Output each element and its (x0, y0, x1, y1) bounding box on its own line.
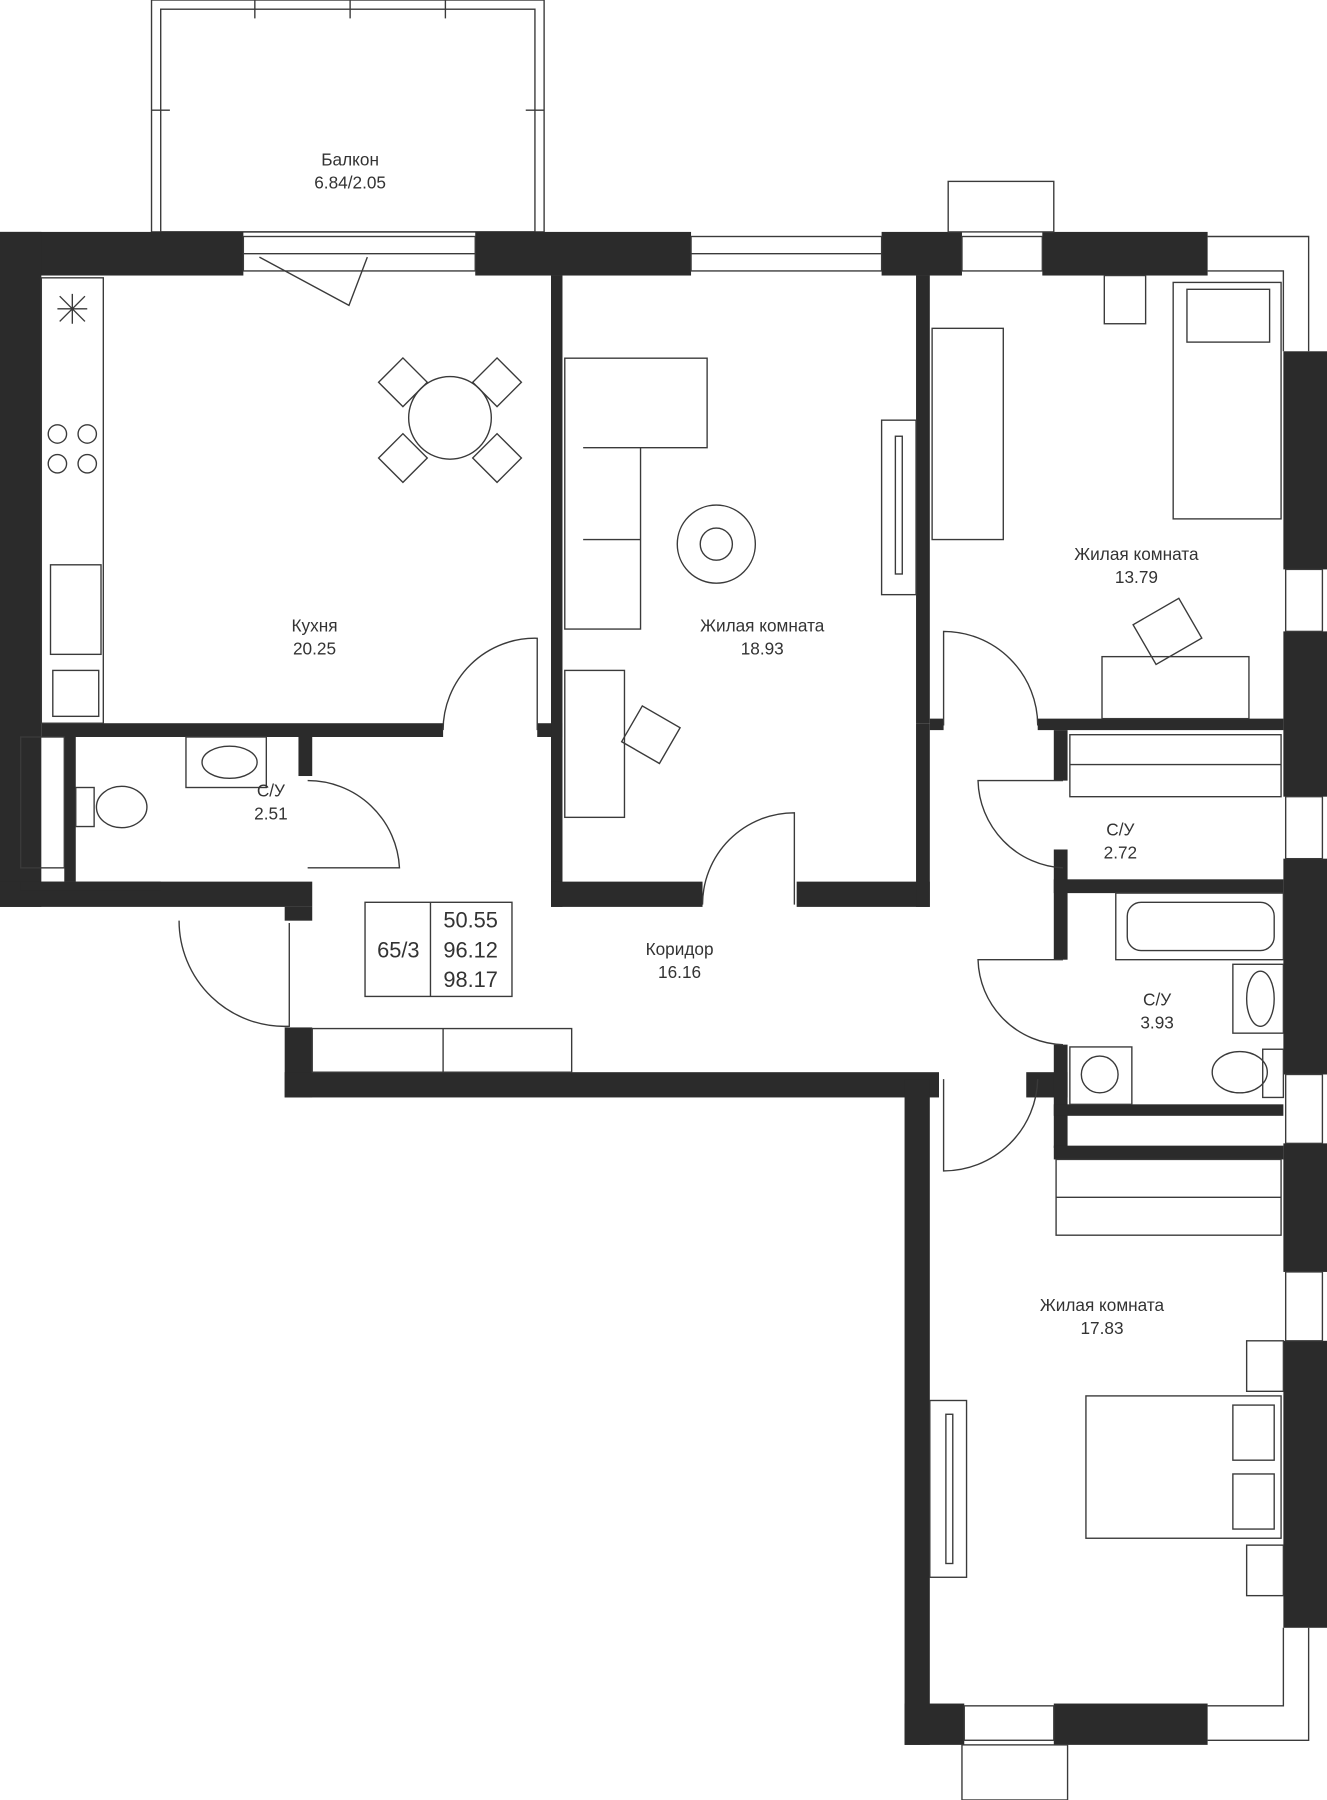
room-area: 20.25 (293, 638, 336, 658)
room-corridor-label: Коридор 16.16 (646, 939, 714, 982)
room-name: Жилая комната (700, 615, 825, 635)
furniture (19, 274, 1285, 1597)
total-area-with-balcony: 98.17 (443, 967, 498, 992)
room-name: Коридор (646, 939, 714, 959)
room-balcony-label: Балкон 6.84/2.05 (314, 149, 386, 192)
room-area: 16.16 (658, 962, 701, 982)
room-area: 3.93 (1140, 1013, 1173, 1033)
room-area: 2.72 (1104, 843, 1137, 863)
room-name: С/У (1143, 990, 1172, 1010)
room-living2-label: Жилая комната 13.79 (1074, 544, 1199, 587)
room-area: 13.79 (1115, 567, 1158, 587)
room-bath3-label: С/У 3.93 (1140, 990, 1173, 1033)
walls (0, 231, 1327, 1745)
room-bath1-label: С/У 2.51 (254, 781, 287, 824)
room-area: 17.83 (1080, 1318, 1123, 1338)
room-name: Кухня (292, 615, 338, 635)
doors (178, 256, 1064, 1172)
room-name: Жилая комната (1074, 544, 1199, 564)
room-name: Жилая комната (1040, 1295, 1165, 1315)
area-info-box: 65/3 50.55 96.12 98.17 (364, 901, 513, 998)
room-living1-label: Жилая комната 18.93 (700, 615, 825, 658)
room-area: 18.93 (741, 638, 784, 658)
room-living3-label: Жилая комната 17.83 (1040, 1295, 1165, 1338)
room-name: С/У (1106, 820, 1135, 840)
room-kitchen-label: Кухня 20.25 (292, 615, 338, 658)
room-bath2-label: С/У 2.72 (1104, 820, 1137, 863)
living-area: 50.55 (443, 908, 498, 933)
balcony (150, 0, 545, 233)
room-area: 2.51 (254, 804, 287, 824)
apartment-number: 65/3 (377, 937, 419, 962)
room-name: Балкон (321, 149, 379, 169)
total-area: 96.12 (443, 937, 498, 962)
windows (242, 180, 1324, 1800)
room-name: С/У (257, 781, 286, 801)
room-area: 6.84/2.05 (314, 172, 386, 192)
